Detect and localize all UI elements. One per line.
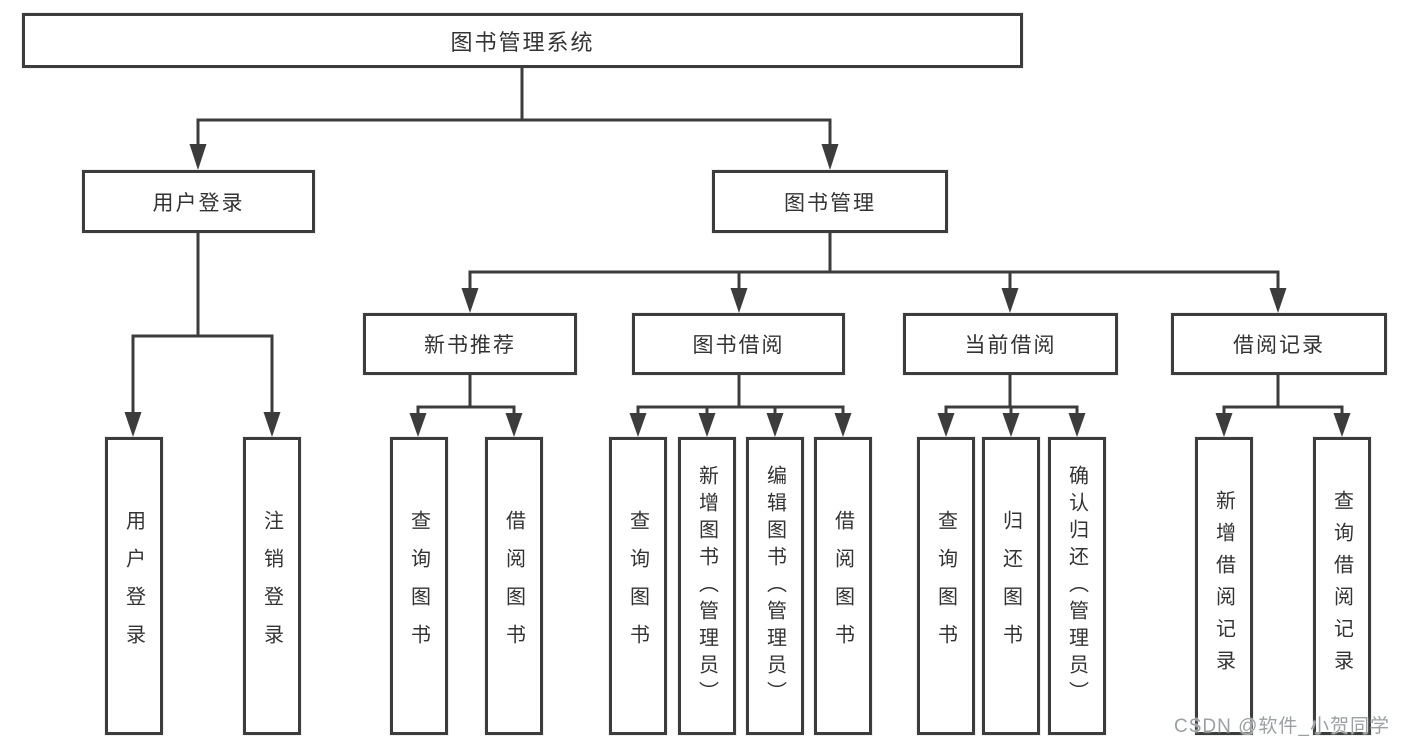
leaf-borrow-books-borrowing: 借阅图书 (814, 437, 872, 735)
leaf-logout-label: 注销登录 (260, 510, 283, 662)
node-user-login-label: 用户登录 (152, 191, 245, 215)
leaf-borrow-books-borrowing-label: 借阅图书 (831, 510, 854, 662)
leaf-query-books-current-label: 查询图书 (934, 510, 957, 662)
node-borrowing-records-label: 借阅记录 (1233, 334, 1325, 357)
leaf-query-borrow-record: 查询借阅记录 (1313, 437, 1371, 735)
arrowheads-book-borrow-split (629, 413, 852, 437)
leaf-user-login-label: 用户登录 (122, 510, 145, 662)
leaf-return-books-label: 归还图书 (999, 510, 1022, 662)
connector-book-management-split (468, 233, 1280, 290)
leaf-add-book-admin-label: 新增图书（管理员） (695, 464, 718, 708)
node-current-borrowing: 当前借阅 (903, 313, 1118, 375)
node-new-book-recommendation: 新书推荐 (363, 313, 577, 375)
node-new-book-recommendation-label: 新书推荐 (424, 334, 516, 357)
arrowheads-borrow-records-split (1215, 413, 1351, 437)
node-book-management-system-label: 图书管理系统 (450, 29, 595, 55)
leaf-return-books: 归还图书 (982, 437, 1040, 735)
arrowheads-root-split (189, 144, 839, 170)
leaf-edit-book-admin: 编辑图书（管理员） (746, 437, 804, 735)
leaf-logout: 注销登录 (243, 437, 301, 735)
arrowheads-new-book-split (409, 413, 523, 437)
leaf-query-borrow-record-label: 查询借阅记录 (1330, 490, 1353, 682)
connector-current-borrow-split (944, 375, 1079, 415)
connector-user-login-split (131, 233, 274, 414)
csdn-watermark: CSDN @软件_小贺同学 (1174, 716, 1390, 737)
connector-borrow-records-split (1222, 375, 1344, 415)
node-book-management-label: 图书管理 (784, 191, 876, 215)
leaf-query-books-borrowing-label: 查询图书 (626, 510, 649, 662)
connector-root-split (196, 68, 832, 146)
node-book-management: 图书管理 (712, 170, 948, 233)
leaf-confirm-return-admin-label: 确认归还（管理员） (1065, 464, 1088, 708)
arrowheads-user-login-split (124, 412, 281, 437)
node-book-management-system: 图书管理系统 (22, 13, 1023, 68)
connector-book-borrow-split (636, 375, 845, 415)
leaf-borrow-books-recommendation-label: 借阅图书 (502, 510, 525, 662)
node-current-borrowing-label: 当前借阅 (964, 334, 1057, 357)
node-book-borrowing-label: 图书借阅 (692, 334, 785, 357)
connector-new-book-split (416, 375, 516, 415)
leaf-confirm-return-admin: 确认归还（管理员） (1048, 437, 1106, 735)
node-borrowing-records: 借阅记录 (1171, 313, 1387, 375)
leaf-add-borrow-record: 新增借阅记录 (1195, 437, 1253, 735)
leaf-add-book-admin: 新增图书（管理员） (678, 437, 736, 735)
node-book-borrowing: 图书借阅 (632, 313, 845, 375)
leaf-query-books-borrowing: 查询图书 (609, 437, 667, 735)
leaf-add-borrow-record-label: 新增借阅记录 (1212, 490, 1235, 682)
arrowheads-current-borrow-split (937, 413, 1086, 437)
leaf-query-books-current: 查询图书 (917, 437, 975, 735)
leaf-edit-book-admin-label: 编辑图书（管理员） (763, 464, 786, 708)
leaf-query-books-recommendation: 查询图书 (390, 437, 448, 735)
leaf-user-login: 用户登录 (105, 437, 163, 735)
leaf-borrow-books-recommendation: 借阅图书 (485, 437, 543, 735)
node-user-login: 用户登录 (82, 170, 315, 233)
arrowheads-book-management-split (461, 288, 1287, 313)
leaf-query-books-recommendation-label: 查询图书 (407, 510, 430, 662)
